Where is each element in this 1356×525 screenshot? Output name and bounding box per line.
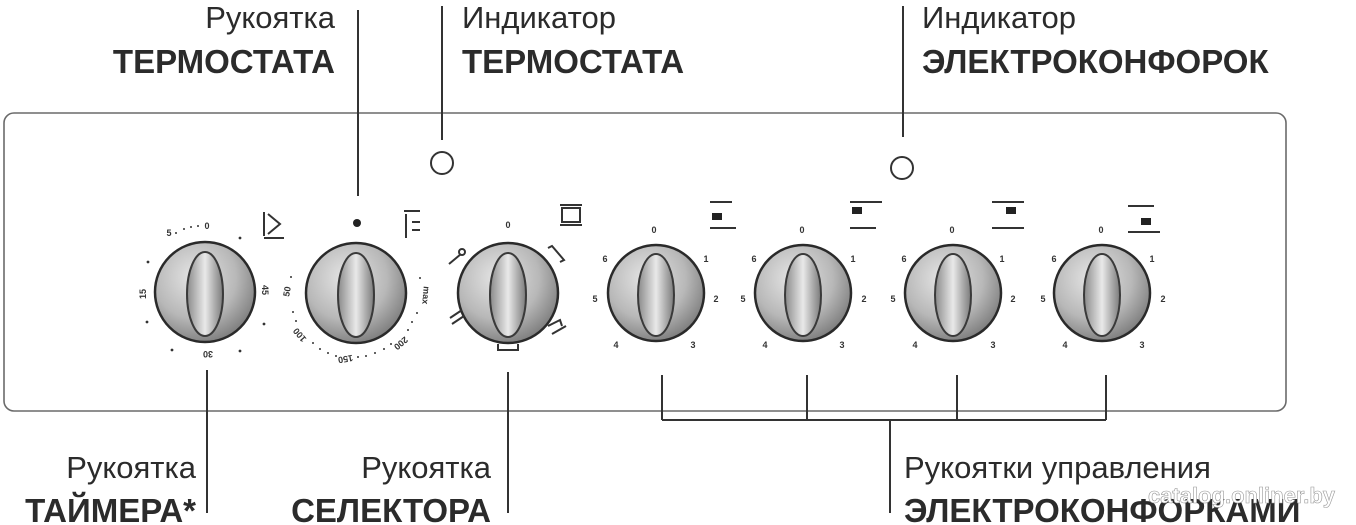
thermostat-indicator-lamp (430, 151, 454, 175)
timer-knob-label-bold: ТАЙМЕРА* (25, 491, 196, 525)
hp4-tick-6: 6 (1051, 254, 1056, 264)
hotplate-scale-4: 0 1 2 3 4 5 6 (1040, 205, 1166, 350)
hp1-tick-2: 2 (713, 294, 718, 304)
selector-scale: 0 (448, 204, 582, 351)
hp3-tick-2: 2 (1010, 294, 1015, 304)
hp4-tick-2: 2 (1160, 294, 1165, 304)
hp2-tick-5: 5 (740, 294, 745, 304)
hotplate-knobs-label-bold: ЭЛЕКТРОКОНФОРКАМИ (904, 492, 1300, 525)
hotplate-knobs-label: Рукоятки управления (904, 450, 1211, 485)
hp1-tick-6: 6 (602, 254, 607, 264)
hp3-tick-3: 3 (990, 340, 995, 350)
hotplate-indicator-label: Индикатор (922, 0, 1076, 35)
hotplate-knob-4[interactable] (1052, 243, 1152, 343)
watermark: catalog.onliner.by (1148, 483, 1336, 508)
timer-knob-label: Рукоятка (66, 450, 197, 485)
hp3-tick-6: 6 (901, 254, 906, 264)
timer-scale: 0 5 15 30 45 (138, 212, 284, 359)
thermostat-tick-150: 150 (337, 353, 354, 365)
hotplate-position-icon-2 (850, 201, 882, 229)
hp2-tick-2: 2 (861, 294, 866, 304)
defrost-icon (448, 248, 466, 265)
off-dot-icon (353, 219, 361, 227)
thermostat-knob-label: Рукоятка (205, 0, 336, 35)
oven-mode-icon (560, 204, 582, 226)
hp4-tick-5: 5 (1040, 294, 1045, 304)
hotplate-position-icon-3 (992, 201, 1024, 229)
hp2-tick-4: 4 (762, 340, 767, 350)
hp2-tick-0: 0 (799, 225, 804, 235)
hp3-tick-0: 0 (949, 225, 954, 235)
thermostat-indicator-label: Индикатор (462, 0, 616, 35)
timer-tick-45: 45 (260, 285, 270, 295)
top-heat-icon (547, 244, 566, 263)
bottom-heat-icon (547, 318, 567, 335)
timer-end-symbol (263, 212, 284, 239)
hotplate-indicator-label-bold: ЭЛЕКТРОКОНФОРОК (922, 43, 1269, 80)
hp4-tick-4: 4 (1062, 340, 1067, 350)
hp1-tick-3: 3 (690, 340, 695, 350)
hp4-tick-1: 1 (1149, 254, 1154, 264)
thermostat-tick-50: 50 (281, 286, 293, 298)
thermostat-knob[interactable] (304, 241, 408, 345)
leader-lines (206, 6, 1107, 513)
hp3-tick-5: 5 (890, 294, 895, 304)
hotplate-knob-3[interactable] (903, 243, 1003, 343)
hp4-tick-3: 3 (1139, 340, 1144, 350)
hotplate-scale-3: 0 1 2 3 4 5 6 (890, 201, 1024, 350)
hp4-tick-0: 0 (1098, 225, 1103, 235)
selector-knob-label: Рукоятка (361, 450, 492, 485)
hotplate-position-icon-4 (1128, 205, 1160, 233)
thermostat-knob-label-bold: ТЕРМОСТАТА (113, 43, 335, 80)
hp3-tick-4: 4 (912, 340, 917, 350)
hotplate-scale-1: 0 1 2 3 4 5 6 (592, 201, 736, 350)
hp1-tick-4: 4 (613, 340, 618, 350)
hotplate-position-icon-1 (710, 201, 736, 229)
hotplate-knob-2[interactable] (753, 243, 853, 343)
timer-tick-15: 15 (138, 289, 148, 299)
hp1-tick-0: 0 (651, 225, 656, 235)
thermostat-tick-max: max (420, 286, 432, 305)
hotplate-indicator-lamp (890, 156, 914, 180)
selector-knob-label-bold: СЕЛЕКТОРА (291, 492, 491, 525)
hp1-tick-1: 1 (703, 254, 708, 264)
hp3-tick-1: 1 (999, 254, 1004, 264)
hp2-tick-1: 1 (850, 254, 855, 264)
timer-tick-0: 0 (204, 221, 209, 231)
timer-tick-5: 5 (166, 228, 171, 238)
hp2-tick-6: 6 (751, 254, 756, 264)
hotplate-scale-2: 0 1 2 3 4 5 6 (740, 201, 882, 350)
oven-light-icon (404, 210, 420, 238)
hp2-tick-3: 3 (839, 340, 844, 350)
selector-knob[interactable] (456, 241, 560, 345)
thermostat-indicator-label-bold: ТЕРМОСТАТА (462, 43, 684, 80)
hp1-tick-5: 5 (592, 294, 597, 304)
bottom-element-icon (497, 344, 519, 351)
timer-knob[interactable] (153, 240, 257, 344)
selector-tick-0: 0 (505, 220, 510, 230)
grill-icon (449, 309, 465, 325)
timer-tick-30: 30 (203, 349, 213, 359)
hotplate-knob-1[interactable] (606, 243, 706, 343)
